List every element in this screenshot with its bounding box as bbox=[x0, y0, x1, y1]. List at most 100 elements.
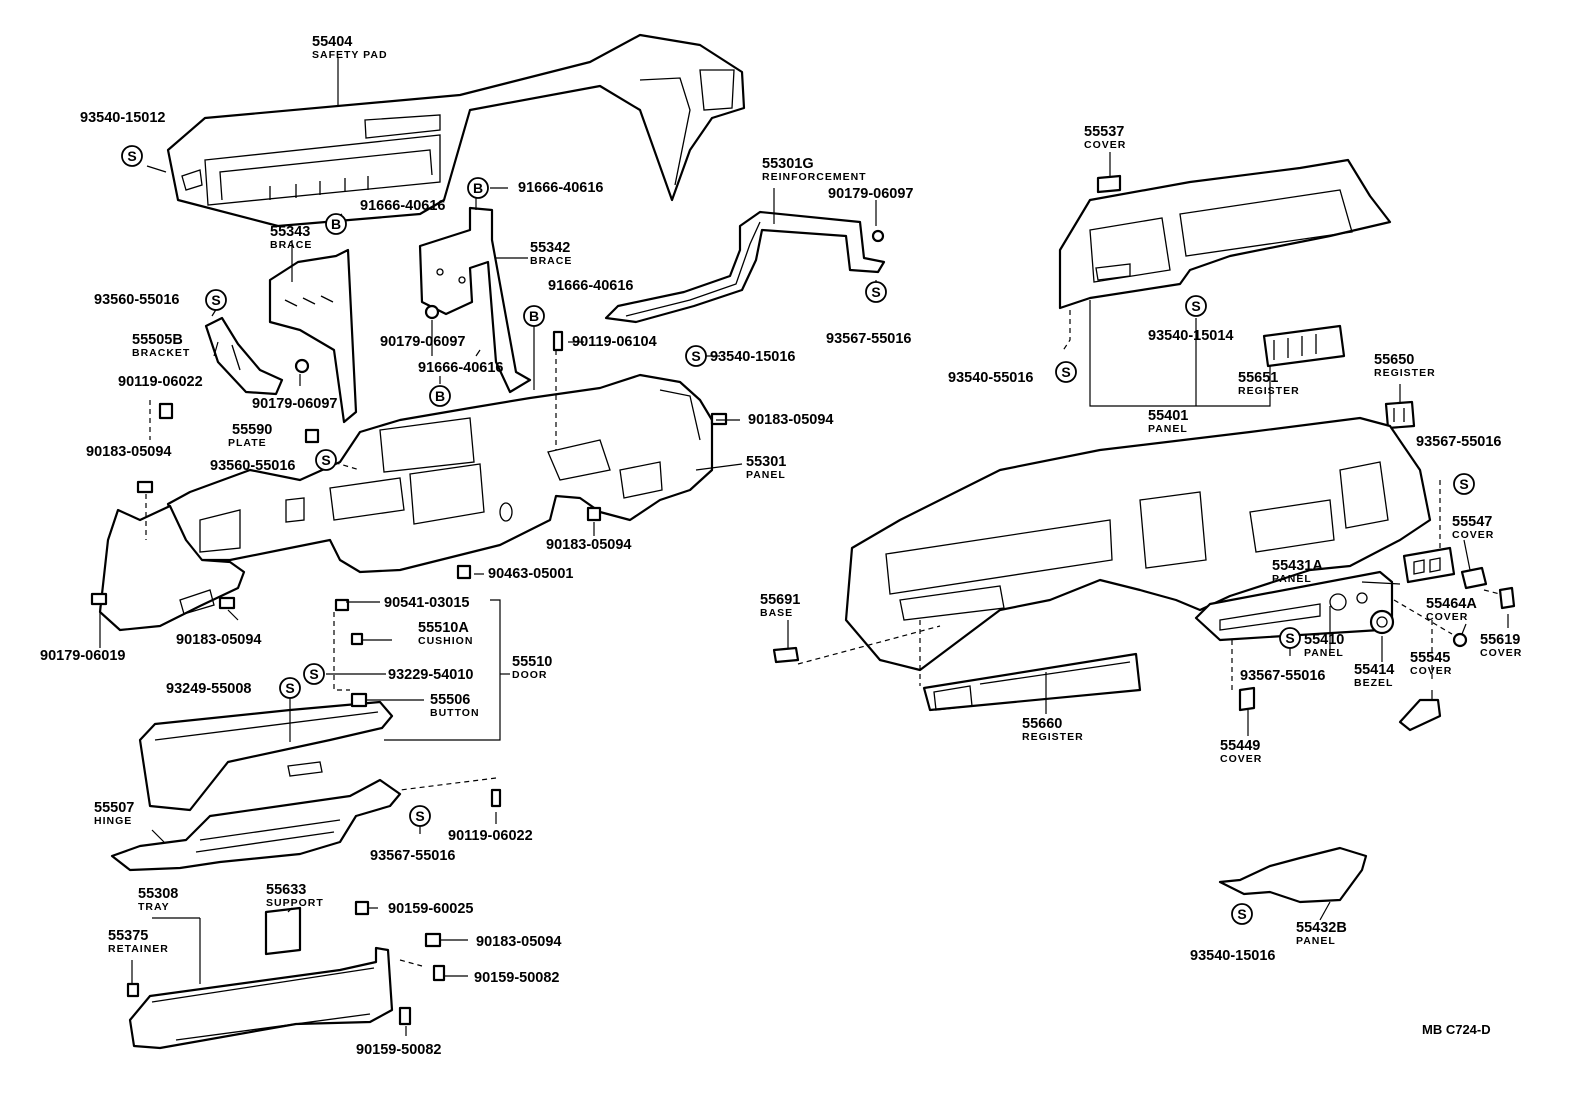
svg-text:RETAINER: RETAINER bbox=[108, 943, 169, 955]
svg-text:S: S bbox=[1191, 298, 1200, 314]
s-symbol: S bbox=[685, 345, 707, 367]
label-90183-05094: 90183-05094 bbox=[176, 632, 261, 648]
cover-55464a bbox=[1452, 632, 1468, 648]
fastener-symbols: S B B S S B S B S S S S S S S S S bbox=[121, 145, 1475, 925]
lower-panel-left bbox=[98, 504, 246, 632]
svg-text:55414: 55414 bbox=[1354, 662, 1394, 678]
dash-assembly bbox=[844, 416, 1432, 672]
cover-55545 bbox=[1398, 698, 1442, 732]
svg-text:55547: 55547 bbox=[1452, 514, 1492, 530]
b-symbol: B bbox=[429, 385, 451, 407]
svg-text:55301: 55301 bbox=[746, 454, 786, 470]
svg-text:55342: 55342 bbox=[530, 240, 570, 256]
svg-text:B: B bbox=[331, 216, 341, 232]
svg-text:55545: 55545 bbox=[1410, 650, 1450, 666]
label-90179-06097: 90179-06097 bbox=[828, 186, 913, 202]
register-55650 bbox=[1384, 400, 1416, 430]
svg-text:55506: 55506 bbox=[430, 692, 470, 708]
svg-text:DOOR: DOOR bbox=[512, 669, 548, 681]
svg-text:55510A: 55510A bbox=[418, 620, 469, 636]
safety-pad-55404 bbox=[166, 33, 746, 228]
hinge-55507 bbox=[110, 778, 402, 872]
svg-text:S: S bbox=[1237, 906, 1246, 922]
svg-text:S: S bbox=[309, 666, 318, 682]
svg-text:55449: 55449 bbox=[1220, 738, 1260, 754]
bracket-55505b bbox=[204, 316, 284, 396]
label-90119-06022: 90119-06022 bbox=[448, 828, 533, 844]
brace-55343 bbox=[268, 248, 358, 424]
switch-knob bbox=[1460, 566, 1488, 590]
register-55651 bbox=[1262, 324, 1346, 368]
svg-text:55650: 55650 bbox=[1374, 352, 1414, 368]
svg-text:COVER: COVER bbox=[1480, 647, 1522, 659]
label-90119-06022: 90119-06022 bbox=[118, 374, 203, 390]
svg-text:REGISTER: REGISTER bbox=[1022, 731, 1084, 743]
panel-55432b bbox=[1218, 846, 1368, 904]
label-90159-50082: 90159-50082 bbox=[474, 970, 559, 986]
cover-55619 bbox=[1498, 586, 1516, 610]
svg-text:HINGE: HINGE bbox=[94, 815, 132, 827]
s-symbol: S bbox=[121, 145, 143, 167]
svg-text:S: S bbox=[1061, 364, 1070, 380]
label-90183-05094: 90183-05094 bbox=[476, 934, 561, 950]
label-93249-55008: 93249-55008 bbox=[166, 681, 251, 697]
label-90541-03015: 90541-03015 bbox=[384, 595, 469, 611]
b-symbol: B bbox=[523, 305, 545, 327]
svg-text:55507: 55507 bbox=[94, 800, 134, 816]
cover-55537 bbox=[1096, 174, 1122, 194]
label-93567-55016: 93567-55016 bbox=[826, 331, 911, 347]
fastener-clips bbox=[90, 229, 885, 1026]
svg-text:S: S bbox=[127, 148, 136, 164]
door-55510 bbox=[138, 700, 394, 812]
svg-text:REGISTER: REGISTER bbox=[1374, 367, 1436, 379]
svg-text:55464A: 55464A bbox=[1426, 596, 1477, 612]
svg-text:B: B bbox=[473, 180, 483, 196]
label-90159-50082: 90159-50082 bbox=[356, 1042, 441, 1058]
svg-text:55343: 55343 bbox=[270, 224, 310, 240]
register-55660 bbox=[922, 652, 1142, 712]
svg-text:PLATE: PLATE bbox=[228, 437, 267, 449]
s-symbol: S bbox=[1453, 473, 1475, 495]
svg-text:B: B bbox=[529, 308, 539, 324]
svg-text:COVER: COVER bbox=[1410, 665, 1452, 677]
svg-text:COVER: COVER bbox=[1426, 611, 1468, 623]
svg-text:55431A: 55431A bbox=[1272, 558, 1323, 574]
label-93560-55016: 93560-55016 bbox=[210, 458, 295, 474]
svg-text:S: S bbox=[871, 284, 880, 300]
label-90179-06097: 90179-06097 bbox=[252, 396, 337, 412]
svg-text:REGISTER: REGISTER bbox=[1238, 385, 1300, 397]
label-90179-06019: 90179-06019 bbox=[40, 648, 125, 664]
svg-text:PANEL: PANEL bbox=[746, 469, 786, 481]
svg-text:TRAY: TRAY bbox=[138, 901, 170, 913]
svg-text:REINFORCEMENT: REINFORCEMENT bbox=[762, 171, 867, 183]
svg-text:55691: 55691 bbox=[760, 592, 800, 608]
svg-text:PANEL: PANEL bbox=[1296, 935, 1336, 947]
svg-text:PANEL: PANEL bbox=[1304, 647, 1344, 659]
cover-55547 bbox=[1402, 546, 1456, 584]
svg-text:55375: 55375 bbox=[108, 928, 148, 944]
label-91666-40616: 91666-40616 bbox=[360, 198, 445, 214]
s-symbol: S bbox=[865, 281, 887, 303]
s-symbol: S bbox=[1185, 295, 1207, 317]
reinforcement-55301g bbox=[604, 210, 886, 324]
svg-text:PANEL: PANEL bbox=[1272, 573, 1312, 585]
b-symbol: B bbox=[467, 177, 489, 199]
label-93540-55016: 93540-55016 bbox=[948, 370, 1033, 386]
